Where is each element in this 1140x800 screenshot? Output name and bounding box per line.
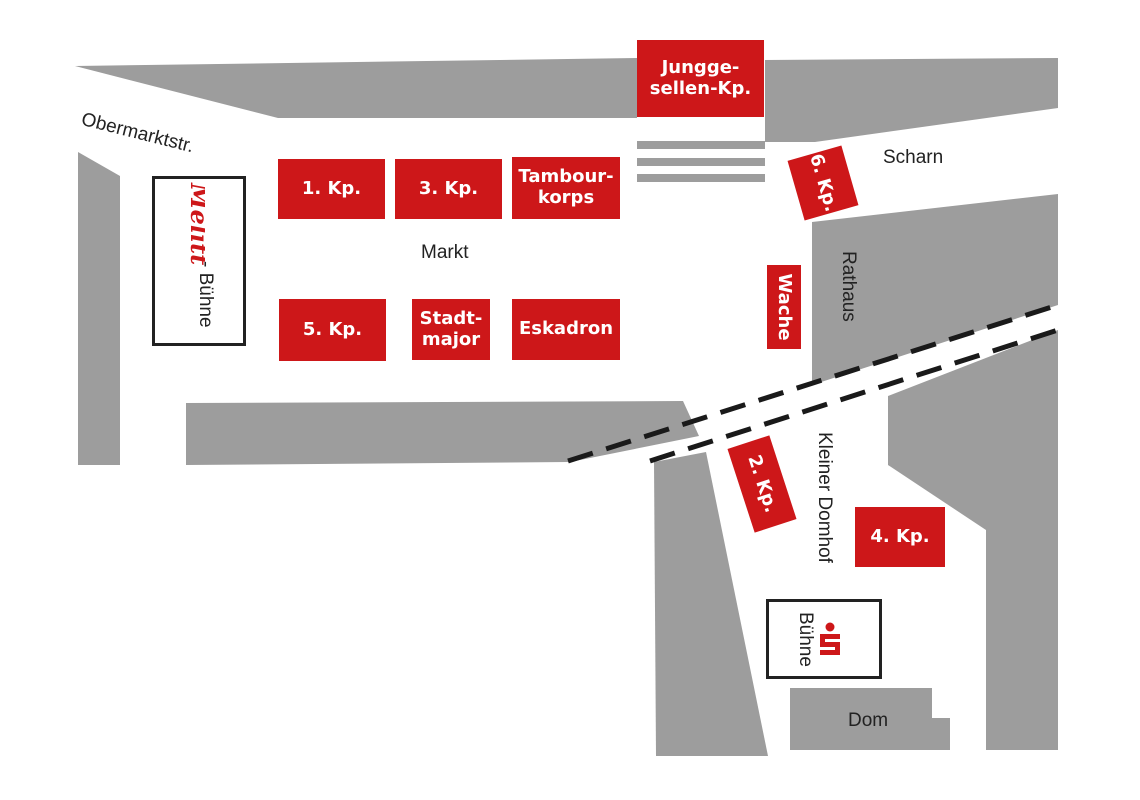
area-label-markt: Markt bbox=[421, 242, 469, 263]
railway-line-north bbox=[567, 302, 1059, 464]
building-west bbox=[78, 152, 120, 465]
sparkasse-logo-icon bbox=[820, 622, 840, 655]
crosswalk-stripe bbox=[637, 174, 765, 182]
svg-text:Melitta: Melitta bbox=[185, 182, 205, 265]
building-east-block bbox=[888, 330, 1058, 750]
rathaus-building bbox=[812, 194, 1058, 385]
street-label-kleiner-domhof: Kleiner Domhof bbox=[814, 432, 835, 563]
street-label-scharn: Scharn bbox=[883, 147, 944, 168]
building-label-rathaus: Rathaus bbox=[838, 251, 859, 322]
crosswalk-stripe bbox=[637, 158, 765, 166]
melitta-logo-icon: Melitta bbox=[185, 182, 205, 265]
unit-4-kp: 4. Kp. bbox=[855, 507, 945, 567]
unit-wache: Wache bbox=[767, 265, 801, 349]
melitta-stage: Melitta - Bühne bbox=[152, 176, 246, 346]
unit-eskadron: Eskadron bbox=[512, 299, 620, 360]
railway-line-south bbox=[649, 327, 1059, 464]
building-north-east bbox=[765, 58, 1058, 142]
unit-stadtmajor: Stadt- major bbox=[412, 299, 490, 360]
melitta-stage-label: - Bühne bbox=[195, 261, 216, 328]
unit-3-kp: 3. Kp. bbox=[395, 159, 502, 219]
unit-1-kp: 1. Kp. bbox=[278, 159, 385, 219]
unit-junggesellen-kp: Jungge- sellen-Kp. bbox=[637, 40, 764, 117]
unit-tambourkorps: Tambour- korps bbox=[512, 157, 620, 219]
crosswalk-stripe bbox=[637, 141, 765, 149]
sparkasse-stage-label: Bühne bbox=[795, 612, 816, 667]
dom-building bbox=[790, 688, 950, 750]
building-south-middle bbox=[654, 452, 768, 756]
building-north-row bbox=[75, 58, 637, 118]
sparkasse-stage: Bühne bbox=[766, 599, 882, 679]
building-label-dom: Dom bbox=[848, 710, 889, 731]
unit-5-kp: 5. Kp. bbox=[279, 299, 386, 361]
building-south-of-markt bbox=[186, 401, 699, 465]
